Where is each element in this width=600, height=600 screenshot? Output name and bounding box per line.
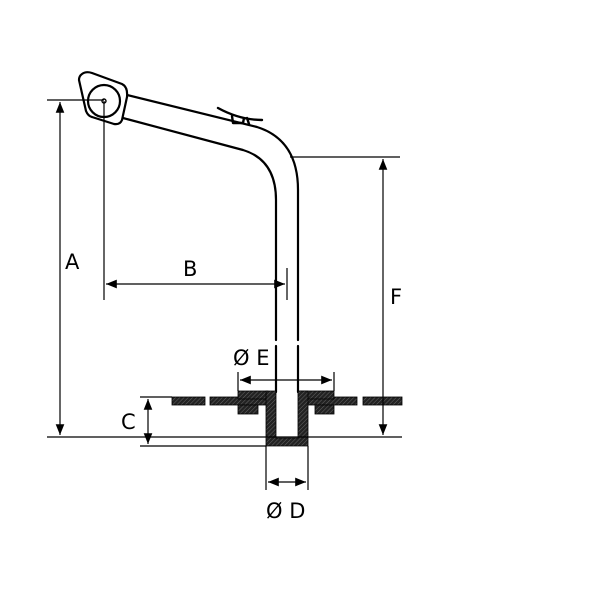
label-c: C — [121, 410, 136, 434]
deck-section — [171, 390, 403, 447]
post-lower — [274, 344, 300, 394]
cleat — [216, 106, 264, 126]
label-a: A — [65, 250, 80, 274]
label-d: Ø D — [266, 499, 306, 523]
label-b: B — [183, 257, 198, 281]
label-f: F — [390, 285, 403, 309]
arm-inner — [121, 116, 278, 342]
arm-outer — [125, 93, 300, 342]
label-e: Ø E — [233, 346, 270, 370]
